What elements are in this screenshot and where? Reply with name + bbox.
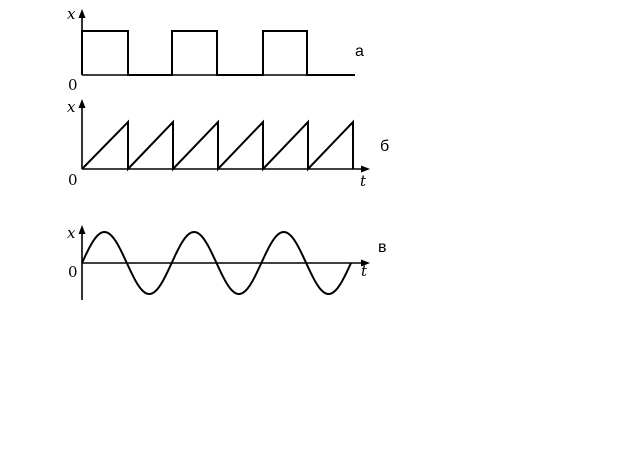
panel-label-a: а — [355, 43, 364, 60]
sawtooth-wave — [81, 119, 354, 172]
t-axis-label: t — [361, 262, 368, 280]
panel-label-c: в — [378, 239, 387, 256]
panel-a: x 0 а — [67, 5, 364, 94]
x-axis-arrow — [361, 259, 370, 267]
sine-wave — [81, 230, 352, 296]
t-axis-label: t — [360, 172, 367, 190]
y-axis-arrow — [78, 9, 86, 18]
origin-label: 0 — [68, 263, 78, 281]
y-axis-arrow — [78, 99, 86, 108]
y-axis-label: x — [67, 98, 76, 116]
panel-b: x 0 t б — [67, 98, 389, 190]
origin-label: 0 — [68, 76, 78, 94]
y-axis-label: x — [67, 5, 76, 23]
square-wave — [81, 30, 355, 76]
x-axis-arrow — [361, 165, 370, 173]
panel-label-b: б — [380, 138, 389, 155]
y-axis-arrow — [78, 225, 86, 234]
panel-c: x 0 t в — [67, 224, 387, 300]
y-axis-label: x — [67, 224, 76, 242]
origin-label: 0 — [68, 171, 78, 189]
